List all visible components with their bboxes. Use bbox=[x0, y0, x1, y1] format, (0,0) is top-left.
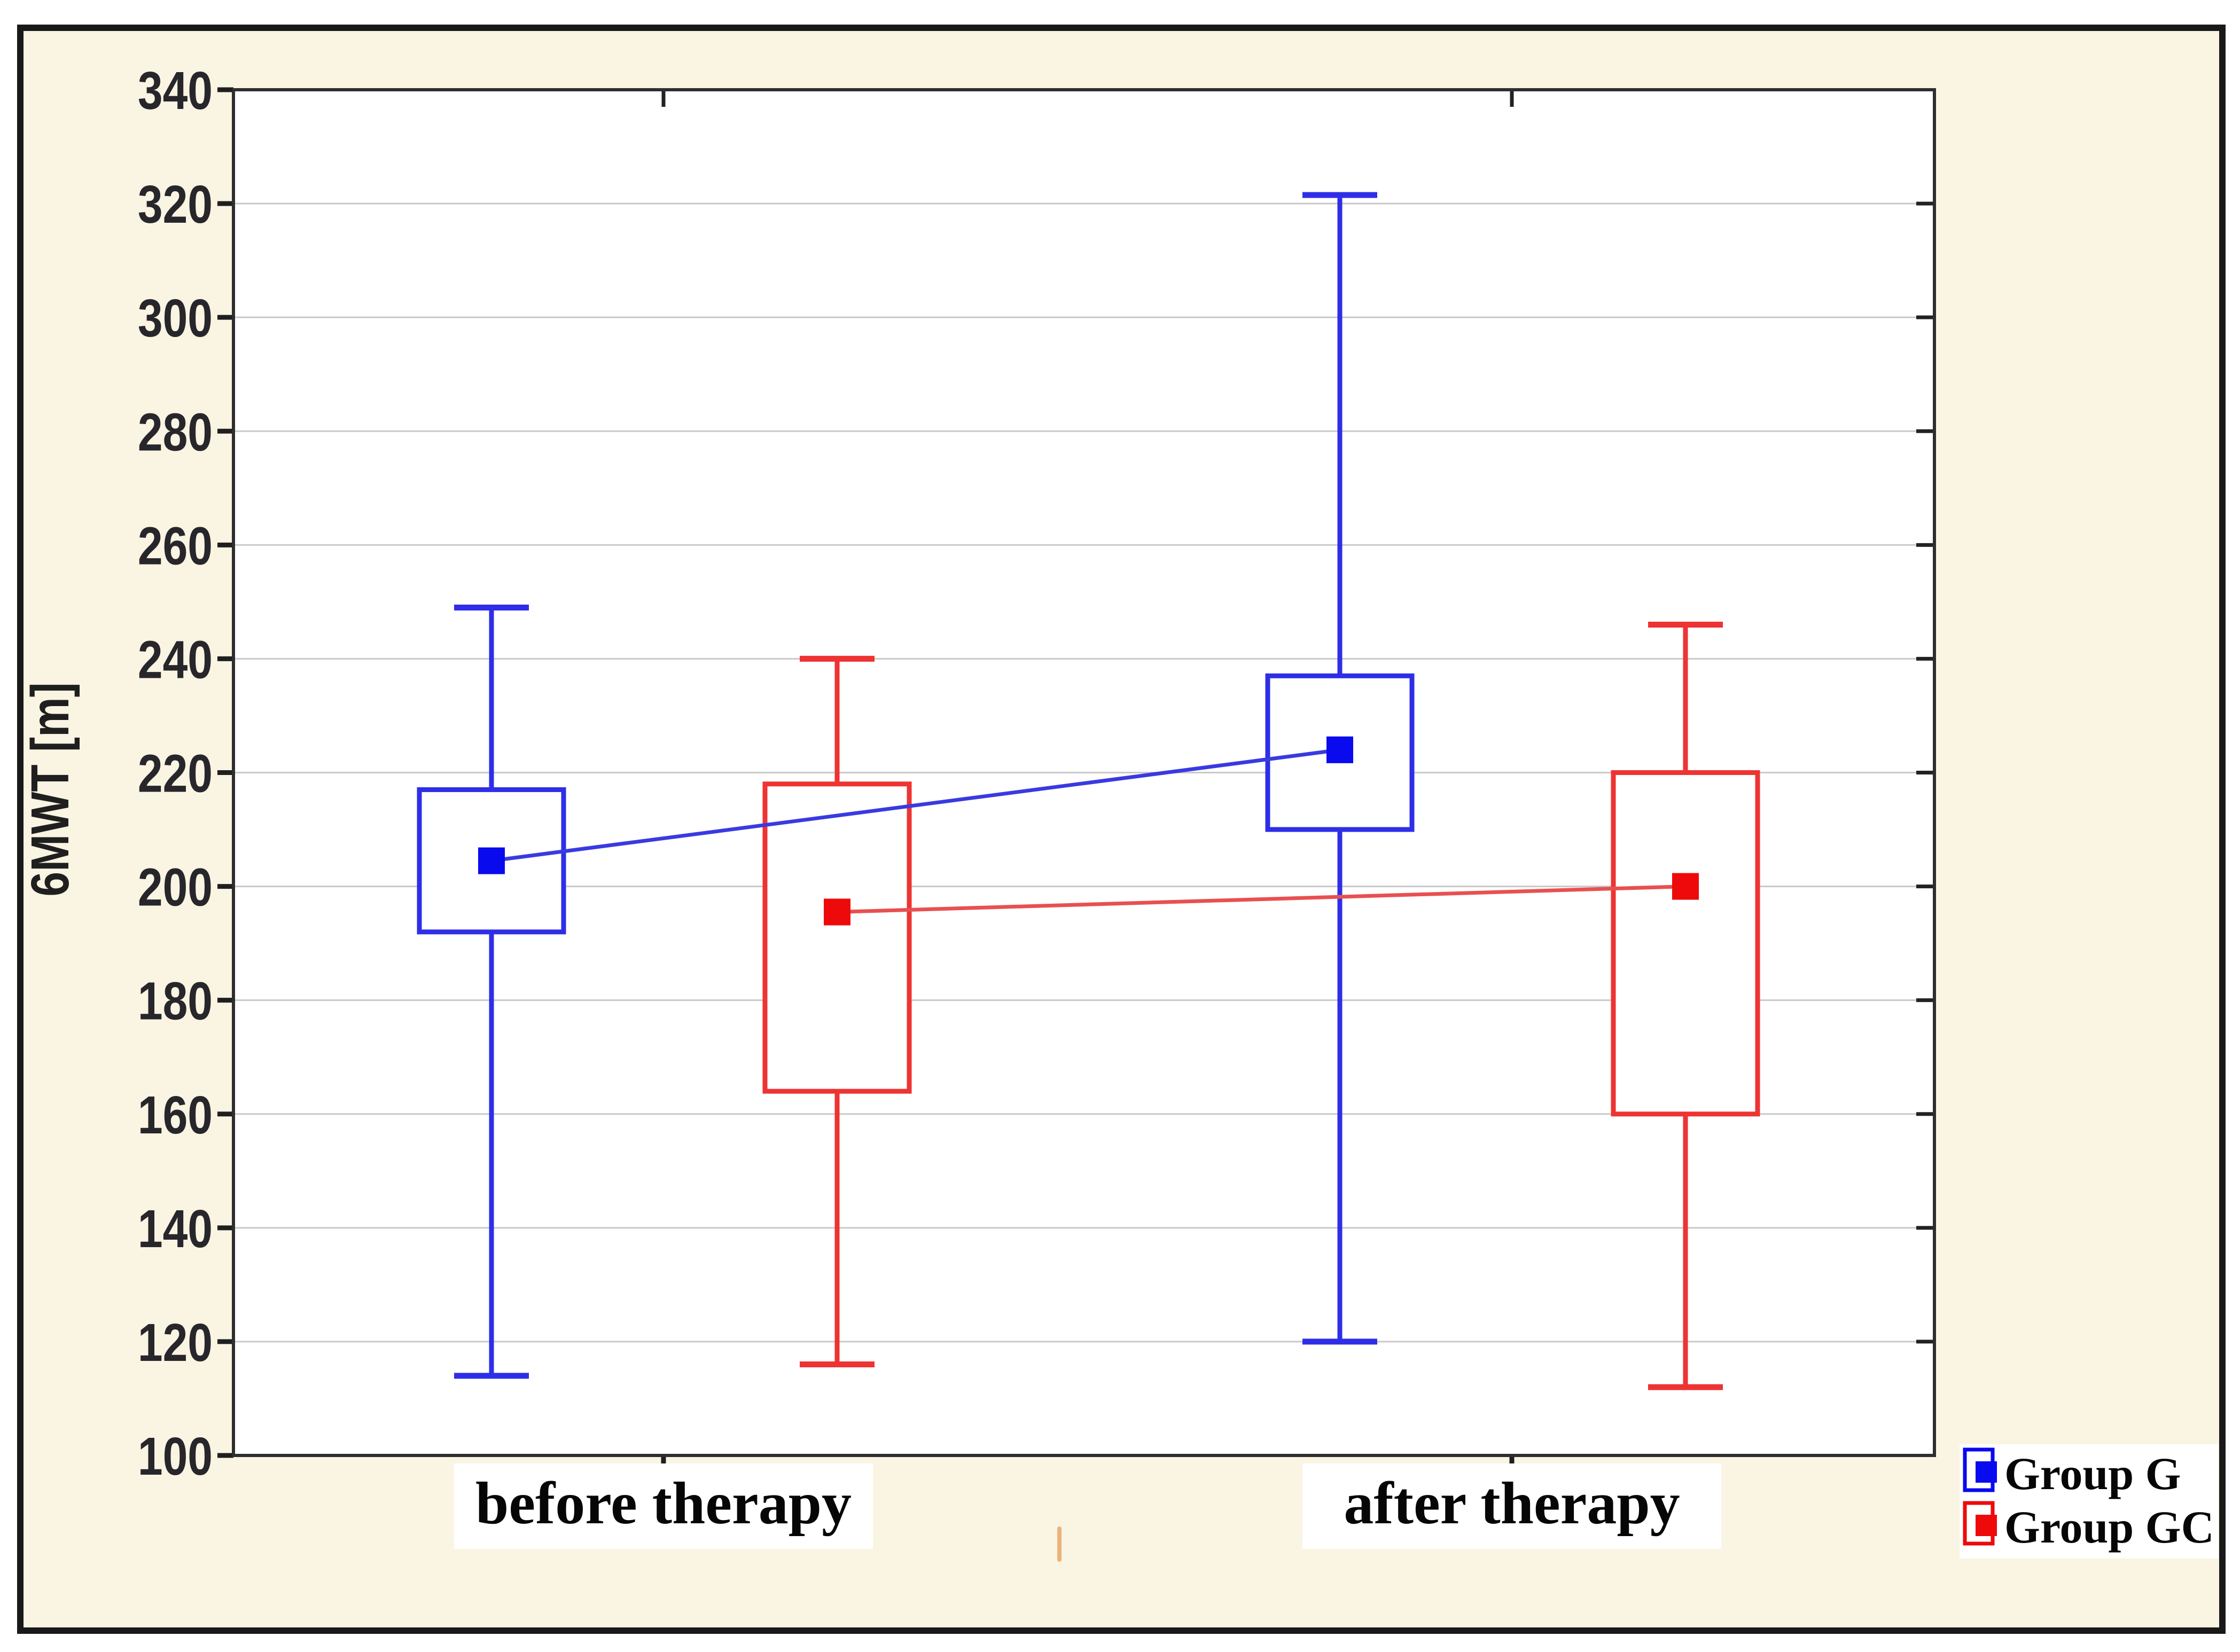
category-label-before-therapy: before therapy bbox=[475, 1470, 852, 1537]
y-tick-label: 160 bbox=[138, 1085, 213, 1145]
mean-marker-group-gc-after-therapy bbox=[1672, 873, 1699, 900]
y-axis-label: 6MWT [m] bbox=[20, 682, 80, 896]
y-tick-label: 140 bbox=[138, 1199, 213, 1259]
y-tick-label: 240 bbox=[138, 629, 213, 690]
category-label-after-therapy: after therapy bbox=[1344, 1470, 1680, 1537]
y-tick-label: 300 bbox=[138, 288, 213, 348]
legend-mean-marker-icon bbox=[1976, 1461, 1997, 1483]
y-tick-label: 280 bbox=[138, 402, 213, 462]
mean-marker-group-g-before-therapy bbox=[478, 847, 505, 874]
legend-item-label-group-gc: Group GC bbox=[2004, 1501, 2214, 1553]
series-connector-group-gc bbox=[837, 884, 1686, 914]
legend-mean-marker-icon bbox=[1976, 1515, 1997, 1536]
y-tick-label: 100 bbox=[138, 1426, 213, 1486]
plot-frame bbox=[232, 88, 1936, 1457]
y-tick-label: 200 bbox=[138, 857, 213, 918]
series-connector-group-g bbox=[491, 748, 1340, 863]
category-label-box bbox=[1302, 1463, 1721, 1549]
y-tick-label: 320 bbox=[138, 174, 213, 234]
mean-marker-group-g-after-therapy bbox=[1326, 736, 1353, 763]
legend-item-label-group-g: Group G bbox=[2004, 1448, 2181, 1499]
category-label-box bbox=[454, 1463, 873, 1549]
y-tick-label: 180 bbox=[138, 971, 213, 1031]
box-group-gc-after-therapy bbox=[1611, 770, 1760, 1117]
legend bbox=[1960, 1444, 2218, 1559]
y-tick-label: 220 bbox=[138, 743, 213, 804]
mean-marker-group-gc-before-therapy bbox=[824, 898, 850, 926]
y-tick-label: 120 bbox=[138, 1312, 213, 1373]
y-tick-label: 340 bbox=[138, 60, 213, 121]
box-group-gc-before-therapy bbox=[762, 781, 912, 1094]
y-tick-label: 260 bbox=[138, 515, 213, 576]
